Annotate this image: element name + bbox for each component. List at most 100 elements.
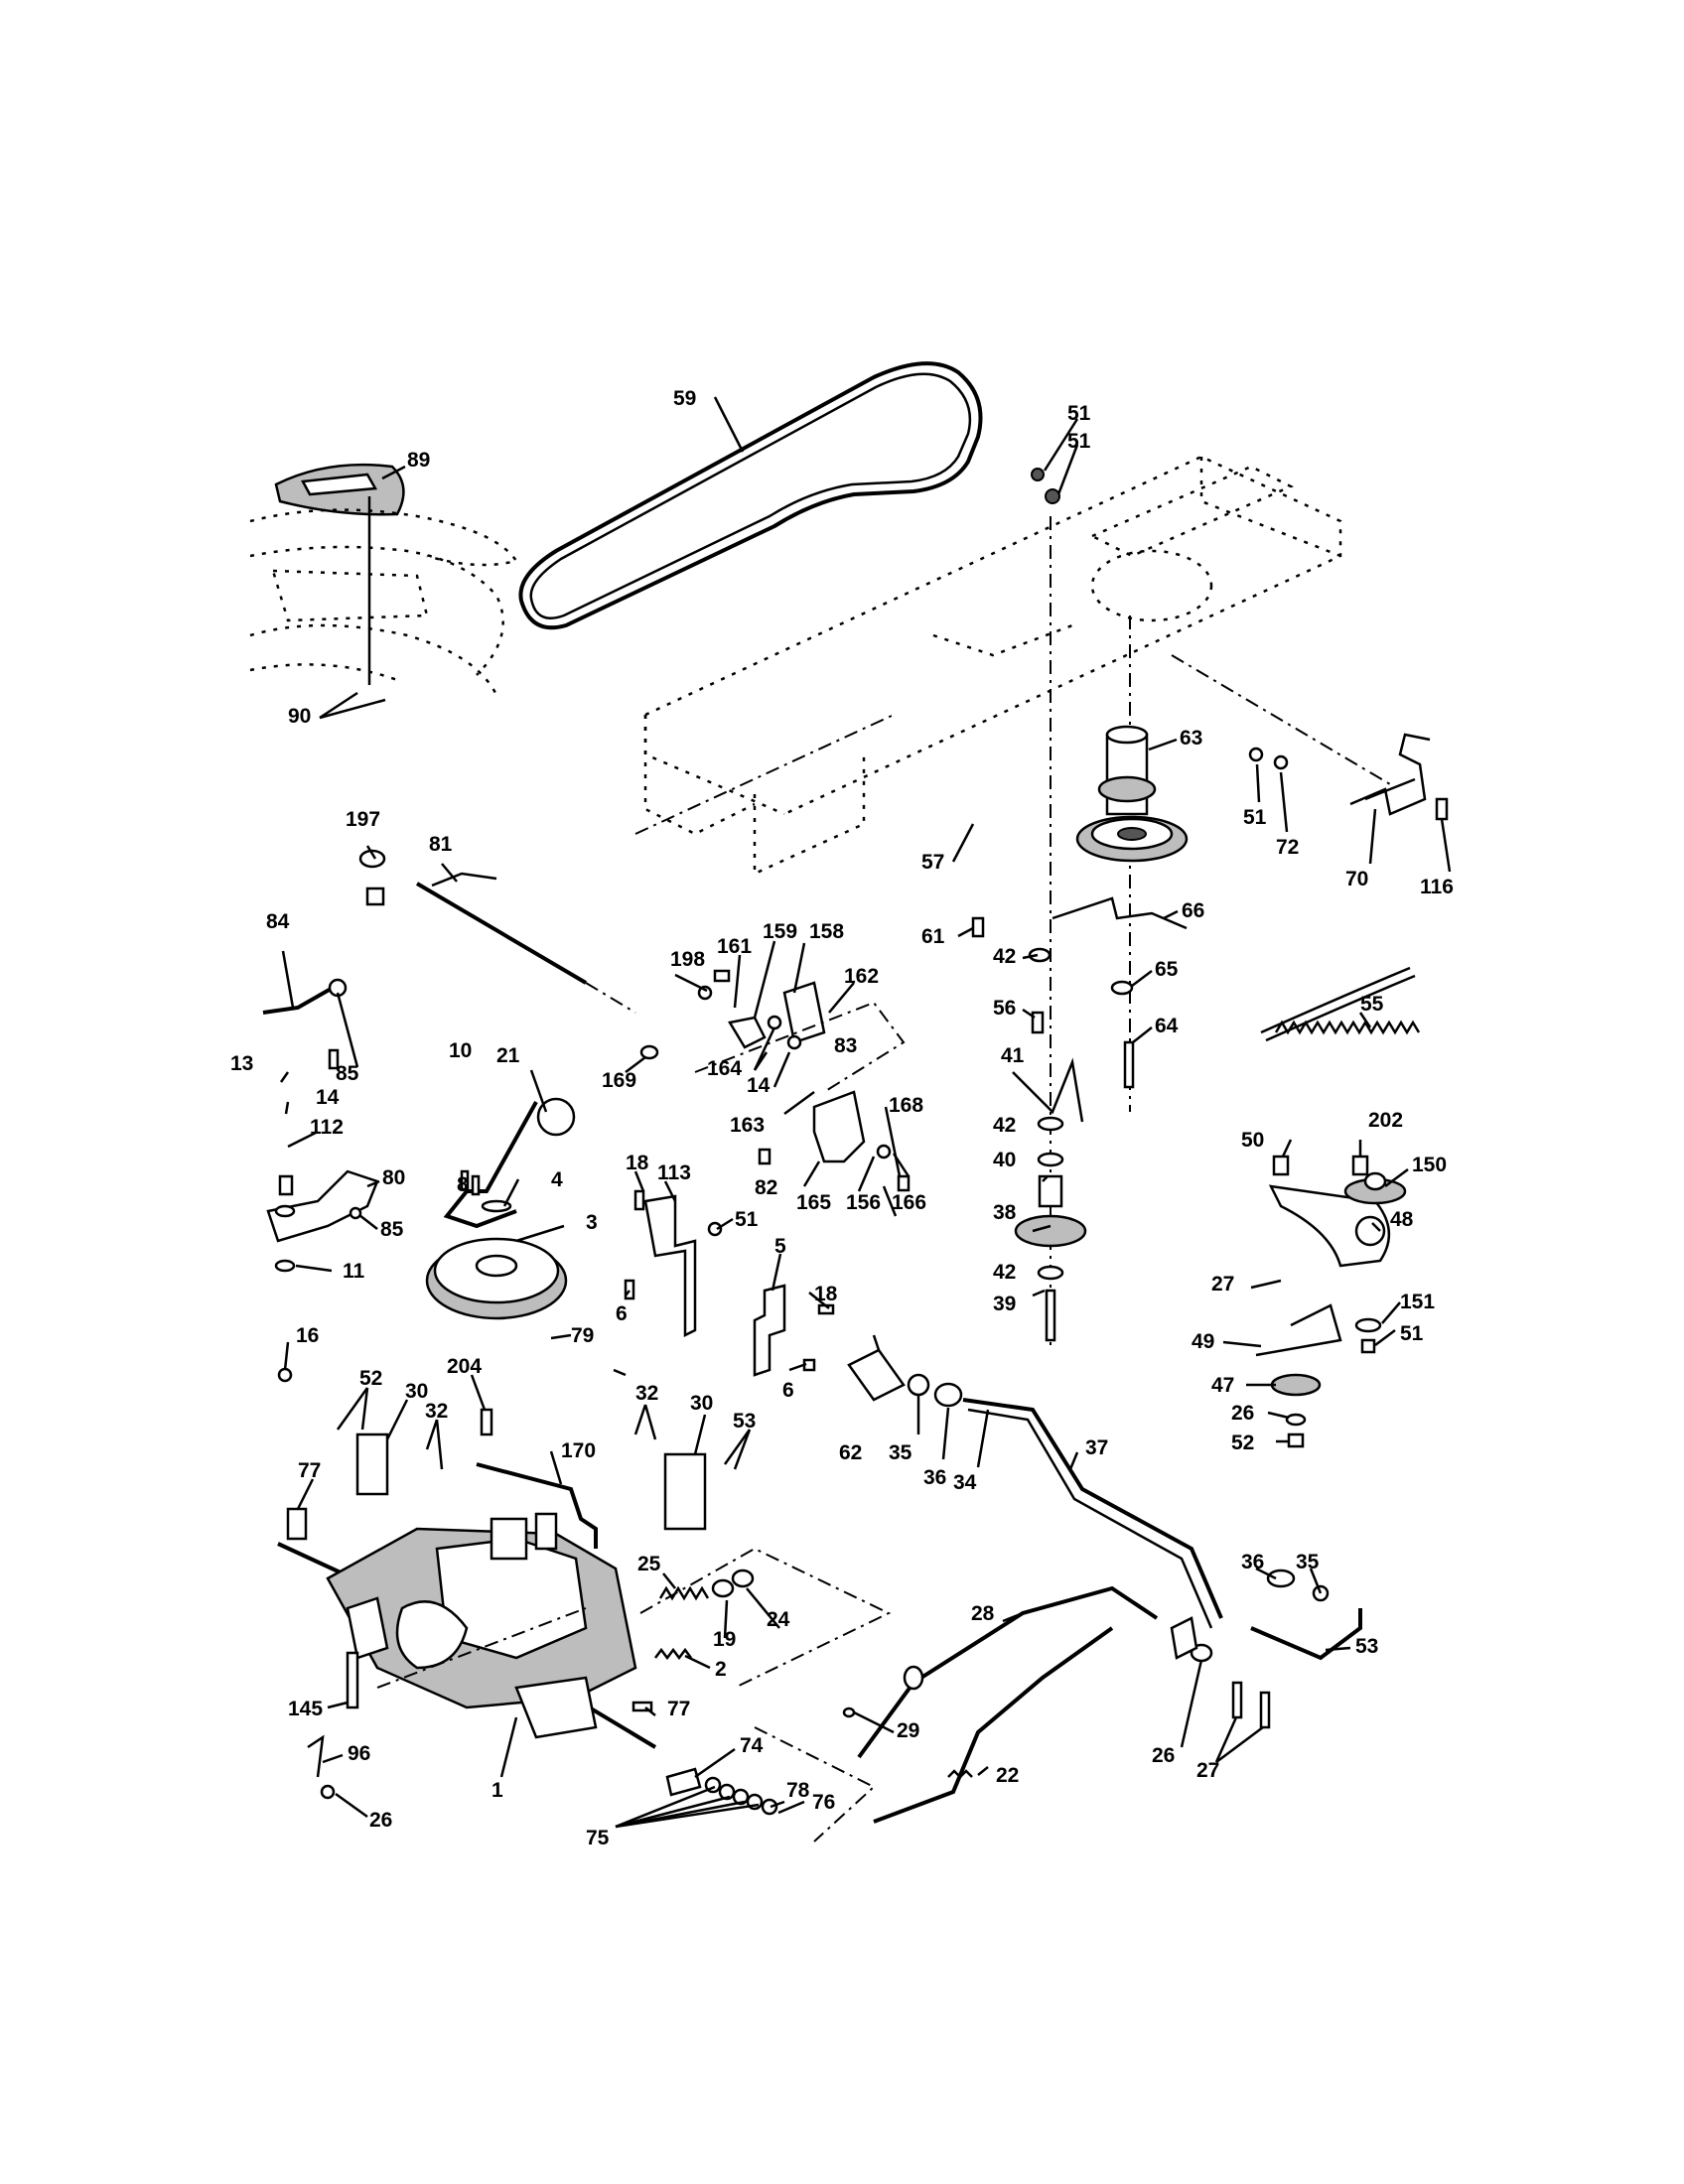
hardware-drawing — [274, 468, 1449, 1816]
part-label-37: 37 — [1085, 1436, 1108, 1459]
part-label-85: 85 — [380, 1218, 404, 1241]
part-labels: 59 89 51 51 90 63 51 72 70 116 57 61 66 … — [230, 387, 1454, 1849]
part-label-41: 41 — [1001, 1044, 1025, 1067]
part-label-64: 64 — [1155, 1015, 1179, 1037]
rod-170-drawing — [476, 1462, 598, 1549]
part-label-27: 27 — [1196, 1759, 1219, 1782]
part-label-30: 30 — [690, 1392, 713, 1415]
spring-drawing — [1260, 966, 1421, 1042]
bracket-assembly-drawing — [694, 981, 906, 1163]
bracket-113-drawing — [643, 1194, 697, 1338]
part-label-53: 53 — [1355, 1635, 1378, 1658]
part-label-42: 42 — [993, 1114, 1016, 1137]
part-label-161: 161 — [717, 935, 752, 958]
part-label-34: 34 — [953, 1471, 977, 1494]
part-label-6: 6 — [782, 1379, 794, 1402]
part-label-84: 84 — [266, 910, 290, 933]
part-label-22: 22 — [996, 1764, 1019, 1787]
part-label-72: 72 — [1276, 836, 1299, 859]
part-label-204: 204 — [447, 1355, 482, 1378]
part-label-55: 55 — [1360, 993, 1384, 1016]
part-label-14: 14 — [316, 1086, 340, 1109]
idler-arm-drawing — [1255, 1171, 1407, 1397]
part-label-89: 89 — [407, 449, 430, 472]
seat-pan-drawing — [249, 463, 519, 696]
part-label-168: 168 — [889, 1094, 923, 1117]
transmission-pulley-drawing — [425, 1199, 568, 1320]
spring-25-drawing — [658, 1585, 710, 1601]
part-label-40: 40 — [993, 1149, 1016, 1171]
part-label-48: 48 — [1390, 1208, 1414, 1231]
bracket-30-right-drawing — [663, 1452, 707, 1531]
part-label-81: 81 — [429, 833, 453, 856]
part-label-163: 163 — [730, 1114, 765, 1137]
engine-pulley-drawing — [1075, 725, 1189, 863]
part-label-4: 4 — [551, 1168, 563, 1191]
part-label-16: 16 — [296, 1324, 319, 1347]
part-label-38: 38 — [993, 1201, 1017, 1224]
bracket-30-left-drawing — [355, 1433, 389, 1496]
part-label-77: 77 — [298, 1459, 321, 1482]
part-label-18: 18 — [626, 1152, 649, 1174]
shift-rod-drawing — [358, 849, 636, 1014]
part-label-25: 25 — [637, 1553, 661, 1575]
part-label-156: 156 — [846, 1191, 881, 1214]
frame-drawing — [634, 455, 1391, 876]
part-label-50: 50 — [1241, 1129, 1264, 1152]
bracket-53-drawing — [1250, 1608, 1362, 1661]
part-label-56: 56 — [993, 997, 1016, 1020]
lever-8-drawing — [443, 1101, 538, 1229]
lever-84-drawing — [262, 986, 334, 1015]
part-label-165: 165 — [796, 1191, 831, 1214]
part-label-158: 158 — [809, 920, 844, 943]
part-label-24: 24 — [767, 1608, 790, 1631]
part-label-21: 21 — [496, 1044, 520, 1067]
bracket-70-drawing — [1349, 733, 1431, 816]
part-label-28: 28 — [971, 1602, 995, 1625]
part-label-6: 6 — [616, 1302, 628, 1325]
part-label-78: 78 — [786, 1779, 810, 1802]
part-label-10: 10 — [449, 1039, 472, 1062]
part-label-36: 36 — [923, 1466, 946, 1489]
part-label-32: 32 — [425, 1400, 448, 1423]
part-label-29: 29 — [897, 1719, 919, 1742]
part-label-116: 116 — [1420, 876, 1454, 898]
bracket-70-rod — [1364, 777, 1416, 801]
part-label-19: 19 — [713, 1628, 736, 1651]
part-label-166: 166 — [892, 1191, 926, 1214]
part-label-83: 83 — [834, 1034, 857, 1057]
part-label-80: 80 — [382, 1166, 405, 1189]
part-label-113: 113 — [657, 1161, 691, 1184]
part-label-2: 2 — [715, 1658, 727, 1681]
part-label-42: 42 — [993, 1261, 1016, 1284]
part-label-35: 35 — [889, 1441, 912, 1464]
part-label-49: 49 — [1192, 1330, 1214, 1353]
part-label-51: 51 — [735, 1208, 759, 1231]
part-label-32: 32 — [635, 1382, 658, 1405]
part-label-76: 76 — [812, 1791, 835, 1814]
part-label-169: 169 — [602, 1069, 636, 1092]
part-label-65: 65 — [1155, 958, 1179, 981]
part-label-66: 66 — [1182, 899, 1204, 922]
part-label-51: 51 — [1067, 402, 1091, 425]
part-label-75: 75 — [586, 1827, 610, 1849]
part-label-51: 52 — [1231, 1432, 1254, 1454]
part-label-26: 26 — [1231, 1402, 1254, 1425]
part-label-35: 35 — [1296, 1551, 1320, 1573]
knob-drawing — [536, 1097, 576, 1137]
part-label-52: 53 — [733, 1410, 756, 1433]
part-label-159: 159 — [763, 920, 797, 943]
part-label-51: 51 — [1400, 1322, 1424, 1345]
part-label-70: 70 — [1345, 868, 1368, 890]
part-label-5: 5 — [774, 1235, 786, 1258]
belt-guide-drawing — [1052, 896, 1188, 930]
part-label-85: 85 — [336, 1062, 359, 1085]
part-label-145: 145 — [288, 1698, 323, 1720]
part-label-27: 27 — [1211, 1273, 1234, 1296]
part-label-77: 77 — [667, 1698, 690, 1720]
part-label-3: 3 — [586, 1211, 598, 1234]
part-label-42: 42 — [993, 945, 1016, 968]
part-label-1: 1 — [491, 1779, 503, 1802]
part-label-96: 96 — [348, 1742, 370, 1765]
